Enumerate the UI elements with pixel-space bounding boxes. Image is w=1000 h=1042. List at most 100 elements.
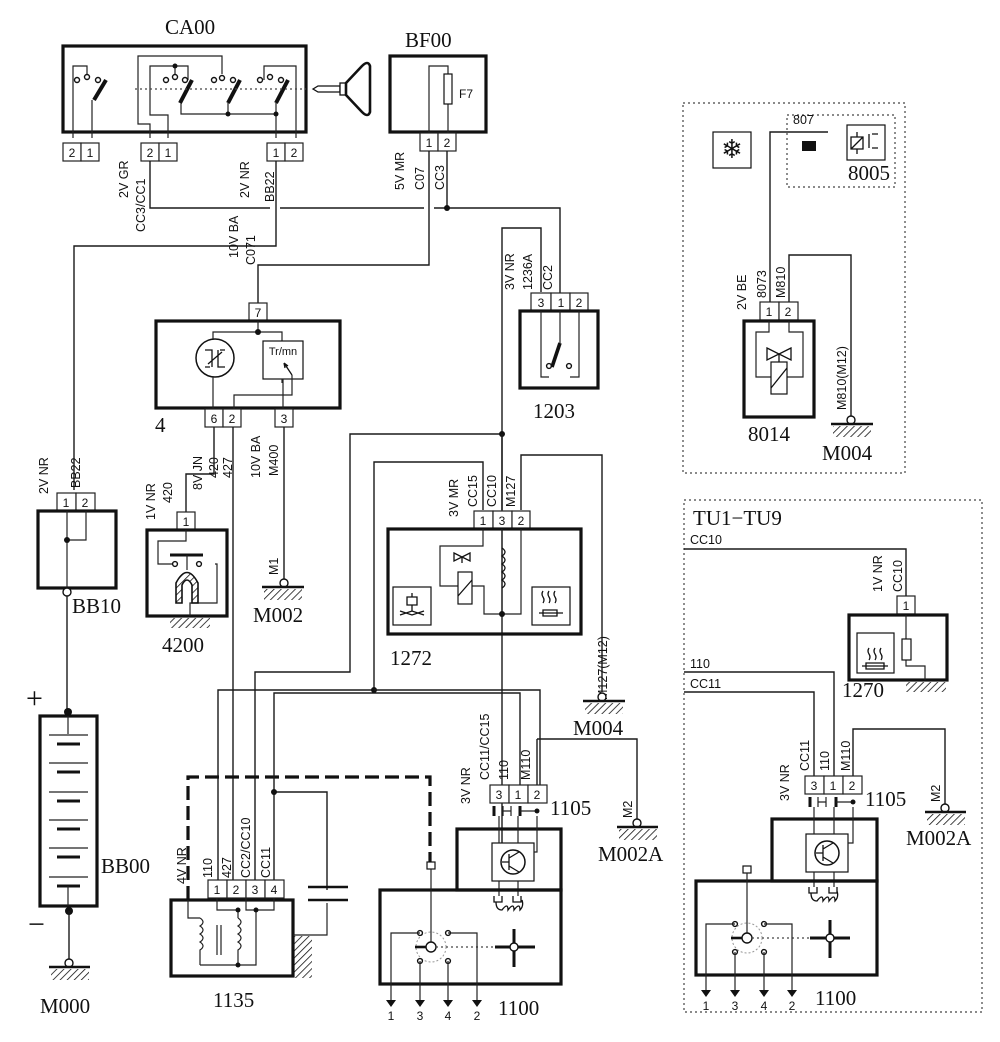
component-4200: 1V NR 420 1 4200	[144, 482, 229, 657]
output-label: 1	[388, 1009, 395, 1023]
svg-text:2V NR: 2V NR	[37, 457, 51, 494]
svg-text:110: 110	[201, 858, 215, 878]
c1135-label: 1135	[213, 988, 254, 1012]
ground-m002a-b: M2 M002A	[906, 785, 972, 850]
component-4: 10V BA C071 7 Tr/mn 6 2 3 4	[154, 215, 342, 437]
pin: 2	[229, 412, 236, 426]
svg-text:CC11/CC15: CC11/CC15	[478, 713, 492, 780]
svg-text:10V BA: 10V BA	[227, 215, 241, 258]
pin: 1	[515, 788, 522, 802]
svg-text:420: 420	[161, 482, 175, 503]
transistor-icon	[500, 849, 526, 875]
svg-text:2V NR: 2V NR	[238, 161, 252, 198]
svg-text:M400: M400	[267, 445, 281, 476]
svg-text:110: 110	[497, 760, 511, 780]
svg-text:M110: M110	[839, 741, 853, 771]
pin: 3	[281, 412, 288, 426]
component-1100-b: 1 3 4 2 1100	[694, 865, 879, 1013]
svg-text:427: 427	[220, 857, 234, 878]
pin: 2	[576, 296, 583, 310]
connector-clip-icon	[492, 806, 540, 816]
wire-807-label: 807	[793, 113, 814, 127]
svg-text:M810: M810	[774, 267, 788, 298]
svg-text:BB22: BB22	[69, 457, 83, 488]
output-label: 4	[761, 999, 768, 1013]
pin: 2	[291, 146, 298, 160]
bf00-label: BF00	[405, 28, 452, 52]
c8005-label: 8005	[848, 161, 890, 185]
snowflake-icon: ❄	[721, 135, 743, 165]
pin: 1	[426, 136, 433, 150]
svg-text:110: 110	[818, 751, 832, 771]
pin: 2	[82, 496, 89, 510]
svg-text:CC11: CC11	[259, 847, 273, 878]
c1105-label: 1105	[550, 796, 591, 820]
ground-m002a-a: M2 M002A	[598, 801, 664, 866]
svg-text:1V NR: 1V NR	[871, 555, 885, 592]
fan-icon	[810, 920, 850, 958]
pin: 2	[785, 305, 792, 319]
fuse-icon	[443, 73, 453, 105]
gauge-label: Tr/mn	[269, 346, 297, 358]
tu-cc10-label: CC10	[690, 533, 722, 547]
pin: 3	[252, 883, 259, 897]
bb10-label: BB10	[72, 594, 121, 618]
pin: 6	[211, 412, 218, 426]
sensor-icon	[175, 571, 199, 604]
c1100-label: 1100	[498, 996, 539, 1020]
m000-label: M000	[40, 994, 90, 1018]
output-label: 4	[445, 1009, 452, 1023]
pin: 2	[534, 788, 541, 802]
wires-middle	[217, 431, 603, 880]
c1105-b-label: 1105	[865, 787, 906, 811]
heater-icon	[856, 632, 895, 674]
svg-text:CC2/CC10: CC2/CC10	[239, 818, 253, 878]
svg-text:8073: 8073	[755, 270, 769, 298]
pin: 4	[271, 883, 278, 897]
pin: 1	[63, 496, 70, 510]
wire-labels-top: 2V GR CC3/CC1 2V NR BB22 5V MR C07 CC3	[117, 152, 447, 232]
component-1105-a: 3V NR CC11/CC15 110 M110 3 1 2 1105	[455, 713, 638, 912]
component-4-label: 4	[155, 413, 166, 437]
component-bf00: BF00 F7 1 2	[388, 28, 488, 152]
plus-sign: +	[26, 682, 43, 715]
svg-text:CC3: CC3	[433, 165, 447, 190]
svg-text:3V NR: 3V NR	[503, 253, 517, 290]
pin: 2	[69, 146, 76, 160]
tu-110-label: 110	[690, 657, 710, 671]
c4200-label: 4200	[162, 633, 204, 657]
component-1203: 3V NR 1236A CC2 3 1 2 1203	[501, 227, 600, 870]
svg-text:M127: M127	[504, 476, 518, 507]
svg-text:M1: M1	[267, 558, 281, 575]
pin: 2	[444, 136, 451, 150]
m002-label: M002	[253, 603, 303, 627]
output-arrows-icon	[701, 990, 797, 997]
ground-m000: M000	[40, 958, 90, 1018]
pin: 1	[87, 146, 94, 160]
output-label: 2	[474, 1009, 481, 1023]
connector-clip-icon	[808, 797, 856, 807]
pin: 1	[903, 599, 910, 613]
pin: 1	[830, 779, 837, 793]
battery-cells-icon	[49, 734, 88, 888]
svg-text:CC11: CC11	[798, 740, 812, 771]
c1272-label: 1272	[390, 646, 432, 670]
transistor-icon	[814, 840, 840, 866]
ground-m002: M002	[253, 578, 304, 627]
pin: 7	[255, 306, 262, 320]
svg-text:5V MR: 5V MR	[393, 152, 407, 190]
pin: 1	[214, 883, 221, 897]
component-1135: 4V NR 110 427 CC2/CC10 CC11 1 2 3 4 1135	[169, 687, 541, 1012]
fan-icon	[495, 929, 535, 967]
fuse-label: F7	[459, 87, 473, 101]
bb00-label: BB00	[101, 854, 150, 878]
minus-sign: −	[28, 908, 45, 941]
tu-cc11-label: CC11	[690, 677, 721, 691]
svg-text:M810(M12): M810(M12)	[835, 346, 849, 410]
output-label: 3	[732, 999, 739, 1013]
m004-label: M004	[573, 716, 624, 740]
svg-text:CC2: CC2	[541, 265, 555, 290]
key-icon	[311, 61, 372, 117]
wires-4-bottom: 8V JN 420 427 10V BA M400 M1	[185, 427, 285, 880]
